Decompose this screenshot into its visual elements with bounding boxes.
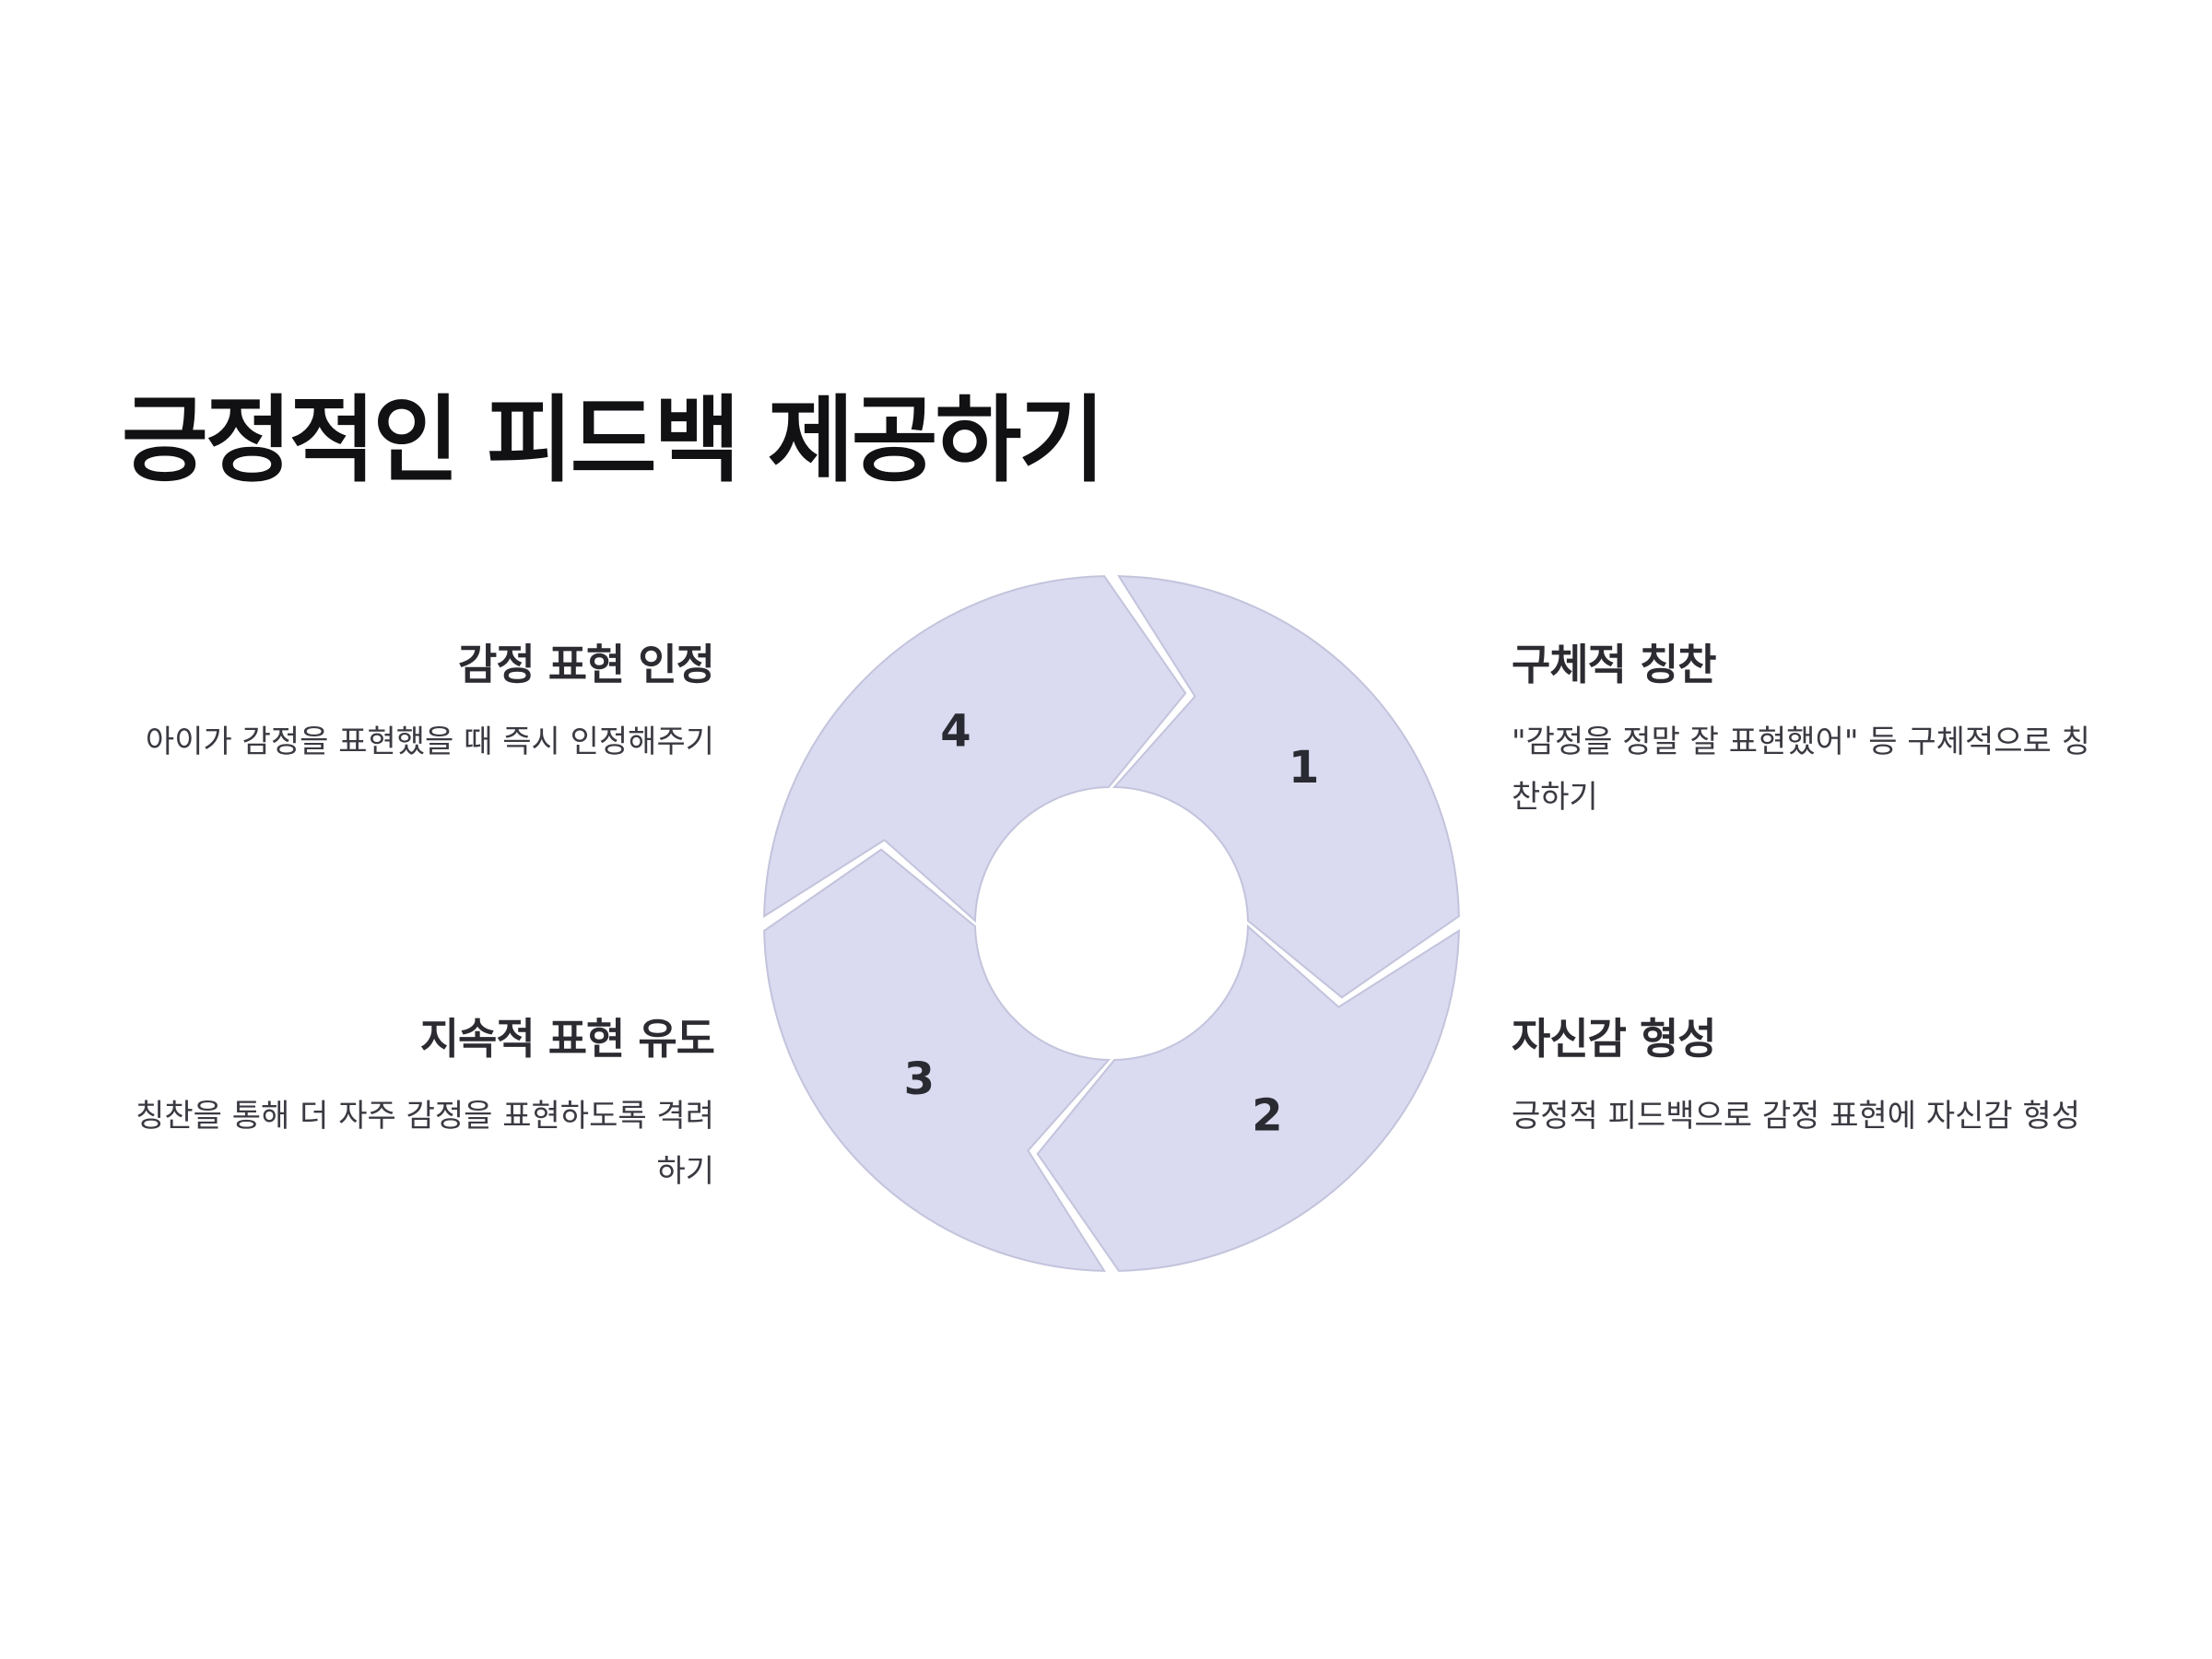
cycle-segment-2: [1036, 924, 1460, 1272]
cycle-segment-1: [1112, 575, 1460, 999]
step-1-description: 아이가 감정을 표현했을 때 즉시 인정해주기: [145, 724, 714, 761]
page-title: 긍정적인 피드백 제공하기: [122, 386, 1105, 496]
cycle-segment-4: [763, 575, 1187, 924]
cycle-step-number-2: 2: [1252, 1090, 1282, 1142]
step-3-title: 자신감 형성: [1512, 1014, 1717, 1064]
cycle-step-number-3: 3: [904, 1053, 935, 1105]
step-2-description: "감정을 정말 잘 표현했어" 등 구체적으로 칭찬하기: [1512, 724, 2090, 817]
step-4-callout: 지속적 표현 유도 칭찬을 통해 더 자주 감정을 표현하도록 격려하기: [124, 1014, 715, 1199]
step-3-callout: 자신감 형성 긍정적 피드백으로 감정 표현에 자신감 형성: [1512, 1014, 2101, 1144]
step-4-description: 칭찬을 통해 더 자주 감정을 표현하도록 격려하기: [135, 1098, 714, 1191]
step-2-callout: 구체적 칭찬 "감정을 정말 잘 표현했어" 등 구체적으로 칭찬하기: [1512, 640, 2101, 825]
step-4-title: 지속적 표현 유도: [419, 1014, 715, 1064]
step-1-title: 감정 표현 인정: [458, 640, 715, 689]
step-3-description: 긍정적 피드백으로 감정 표현에 자신감 형성: [1512, 1098, 2081, 1135]
cycle-step-number-1: 1: [1288, 742, 1319, 794]
step-1-callout: 감정 표현 인정 아이가 감정을 표현했을 때 즉시 인정해주기: [124, 640, 715, 770]
cycle-step-number-4: 4: [940, 705, 971, 757]
step-2-title: 구체적 칭찬: [1512, 640, 1717, 689]
cycle-segment-3: [763, 848, 1112, 1272]
